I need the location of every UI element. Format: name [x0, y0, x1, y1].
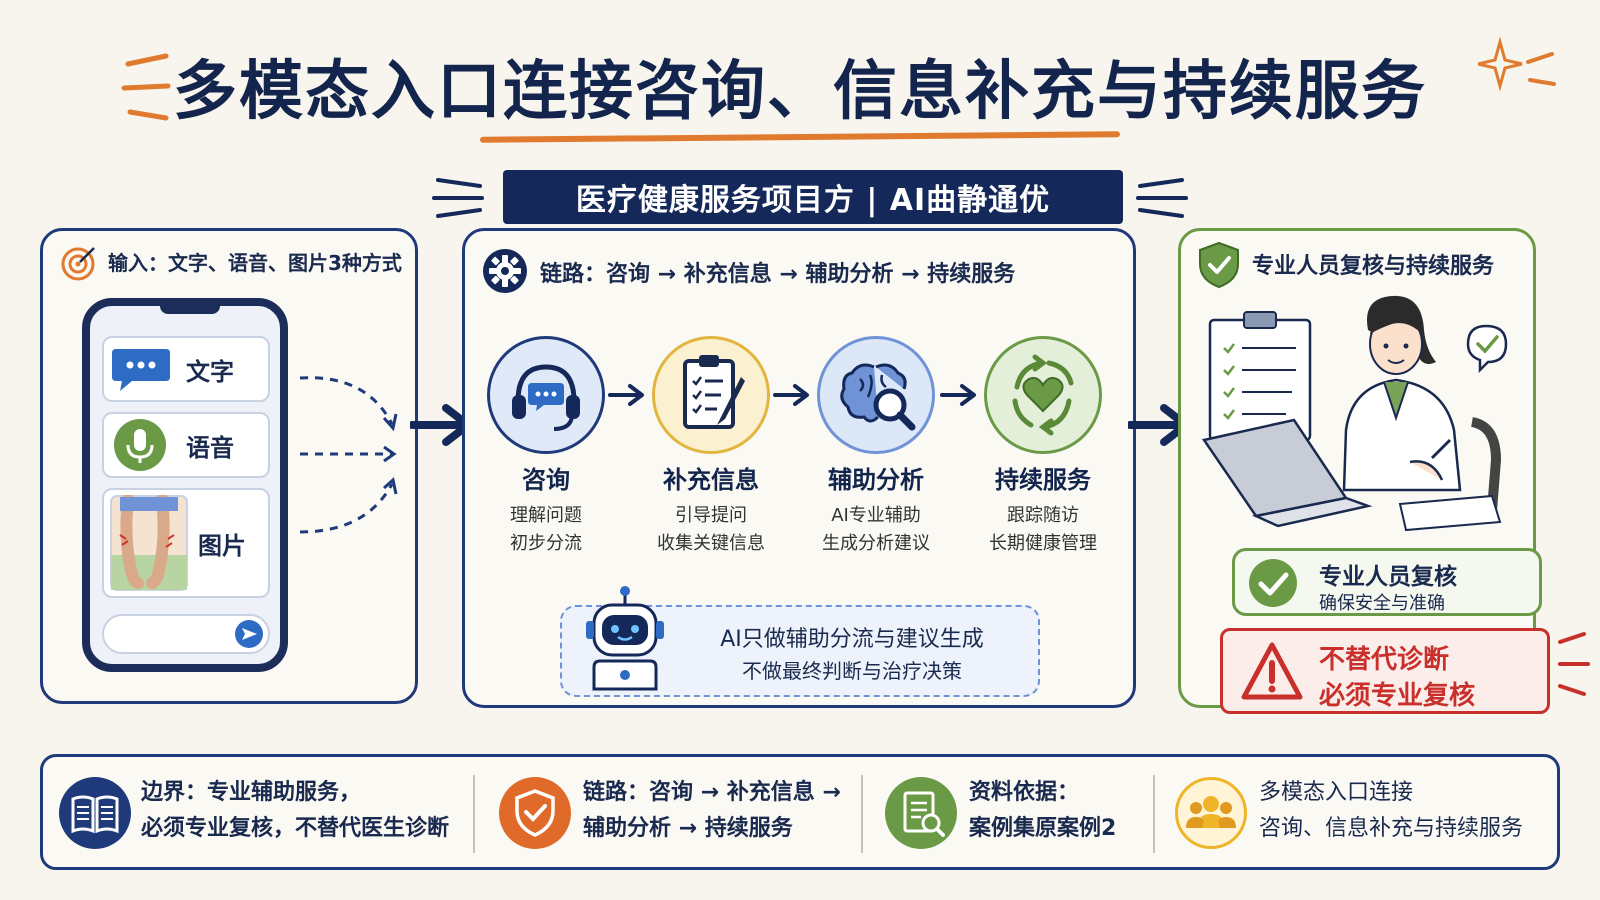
summary-separator-2 [861, 775, 863, 853]
step-continuous-desc-1: 跟踪随访 [1007, 505, 1079, 526]
text-input-card[interactable]: 文字 [102, 336, 270, 402]
step-consult-circle [487, 336, 605, 454]
step-analysis-desc-2: 生成分析建议 [822, 533, 930, 554]
step-analysis-name: 辅助分析 [828, 466, 924, 494]
step-consult-desc-1: 理解问题 [510, 505, 582, 526]
voice-input-card[interactable]: 语音 [102, 412, 270, 478]
target-icon [61, 247, 95, 281]
step-analysis-desc: AI专业辅助 生成分析建议 [791, 502, 961, 558]
book-icon [71, 795, 119, 834]
sparkle-icon [1478, 36, 1556, 92]
title-underline [479, 131, 1121, 143]
warning-line-2: 必须专业复核 [1319, 681, 1476, 711]
microphone-icon [114, 419, 166, 471]
step-consult-name: 咨询 [522, 466, 570, 494]
shield-icon [515, 789, 555, 837]
ai-note-line-1: AI只做辅助分流与建议生成 [720, 627, 984, 652]
summary-band: 边界：专业辅助服务， 必须专业复核，不替代医生诊断 链路：咨询 → 补充信息 →… [40, 754, 1560, 870]
summary-item-multimodal-icon-wrap [1175, 777, 1247, 849]
step-arrow-1 [608, 384, 644, 406]
document-search-icon [903, 791, 945, 837]
summary-source-text: 资料依据： 案例集原案例2 [969, 775, 1116, 847]
text-input-label: 文字 [186, 357, 234, 386]
subtitle-band: 医疗健康服务项目方 | AI曲静通优 [503, 170, 1123, 224]
send-icon[interactable] [234, 619, 264, 649]
step-continuous-desc: 跟踪随访 长期健康管理 [958, 502, 1128, 558]
subtitle-decoration-left [432, 178, 484, 218]
step-arrow-3 [940, 384, 976, 406]
brain-search-icon [840, 363, 916, 431]
step-continuous-name: 持续服务 [995, 466, 1091, 494]
shield-check-icon [1199, 241, 1239, 289]
message-input-bar[interactable] [102, 614, 270, 654]
summary-item-boundary-icon-wrap [59, 777, 131, 849]
image-input-card[interactable]: 图片 [102, 488, 270, 598]
summary-source-line-1: 资料依据： [969, 780, 1080, 805]
voice-input-label: 语音 [186, 433, 234, 462]
step-consult-desc: 理解问题 初步分流 [461, 502, 631, 558]
warning-box: 不替代诊断 必须专业复核 [1220, 628, 1550, 714]
phone-notch [160, 304, 220, 314]
input-panel-title: 输入：文字、语音、图片3种方式 [108, 251, 402, 275]
image-input-label: 图片 [198, 531, 246, 560]
summary-separator-1 [473, 775, 475, 853]
summary-boundary-text: 边界：专业辅助服务， 必须专业复核，不替代医生诊断 [141, 775, 449, 847]
warning-triangle-icon [1241, 642, 1303, 700]
summary-boundary-line-2: 必须专业复核，不替代医生诊断 [141, 816, 450, 841]
summary-chain-text: 链路：咨询 → 补充信息 → 辅助分析 → 持续服务 [583, 775, 841, 847]
page-title: 多模态入口连接咨询、信息补充与持续服务 [173, 55, 1427, 129]
doctor-illustration [1201, 295, 1508, 532]
warning-decoration [1558, 632, 1590, 696]
step-continuous-desc-2: 长期健康管理 [989, 533, 1097, 554]
summary-item-chain-icon-wrap [499, 777, 571, 849]
professional-review-box: 专业人员复核 确保安全与准确 [1232, 548, 1542, 616]
subtitle-decoration-right [1136, 178, 1188, 218]
step-consult-desc-2: 初步分流 [510, 533, 582, 554]
photo-icon [110, 495, 188, 591]
phone-mockup: 文字 语音 图片 [82, 298, 288, 672]
headset-icon [512, 364, 580, 431]
robot-icon [586, 586, 664, 691]
step-analysis-circle [817, 336, 935, 454]
summary-chain-line-2: 辅助分析 → 持续服务 [583, 816, 793, 841]
step-analysis-desc-1: AI专业辅助 [831, 505, 921, 526]
step-supplement-desc: 引导提问 收集关键信息 [626, 502, 796, 558]
review-panel-title: 专业人员复核与持续服务 [1252, 254, 1495, 279]
step-supplement-desc-1: 引导提问 [675, 505, 747, 526]
summary-source-line-2: 案例集原案例2 [969, 816, 1117, 841]
summary-separator-3 [1153, 775, 1155, 853]
step-continuous-circle [984, 336, 1102, 454]
ai-boundary-note: AI只做辅助分流与建议生成 不做最终判断与治疗决策 [560, 586, 1040, 697]
clipboard-icon [683, 355, 745, 429]
chat-bubble-icon [112, 349, 170, 391]
summary-multimodal-line-1: 多模态入口连接 [1259, 780, 1414, 805]
review-box-line-1: 专业人员复核 [1319, 564, 1457, 590]
title-decoration-left [121, 53, 171, 121]
heart-cycle-icon [1012, 354, 1074, 436]
summary-multimodal-text: 多模态入口连接 咨询、信息补充与持续服务 [1259, 775, 1523, 847]
review-box-line-2: 确保安全与准确 [1319, 593, 1445, 614]
summary-boundary-line-1: 边界：专业辅助服务， [141, 780, 362, 805]
step-supplement-desc-2: 收集关键信息 [657, 533, 765, 554]
chain-panel-title: 链路：咨询 → 补充信息 → 辅助分析 → 持续服务 [540, 262, 1016, 287]
summary-chain-line-1: 链路：咨询 → 补充信息 → [583, 780, 841, 805]
check-circle-icon [1249, 559, 1297, 607]
input-dashed-arrows [299, 376, 398, 534]
step-supplement-name: 补充信息 [663, 466, 759, 494]
people-icon [1186, 796, 1236, 828]
summary-multimodal-line-2: 咨询、信息补充与持续服务 [1259, 816, 1524, 841]
warning-line-1: 不替代诊断 [1319, 645, 1450, 675]
step-arrow-2 [773, 384, 809, 406]
ai-note-line-2: 不做最终判断与治疗决策 [742, 659, 962, 683]
step-supplement-circle [652, 336, 770, 454]
gear-icon [483, 249, 527, 293]
summary-item-source-icon-wrap [885, 777, 957, 849]
